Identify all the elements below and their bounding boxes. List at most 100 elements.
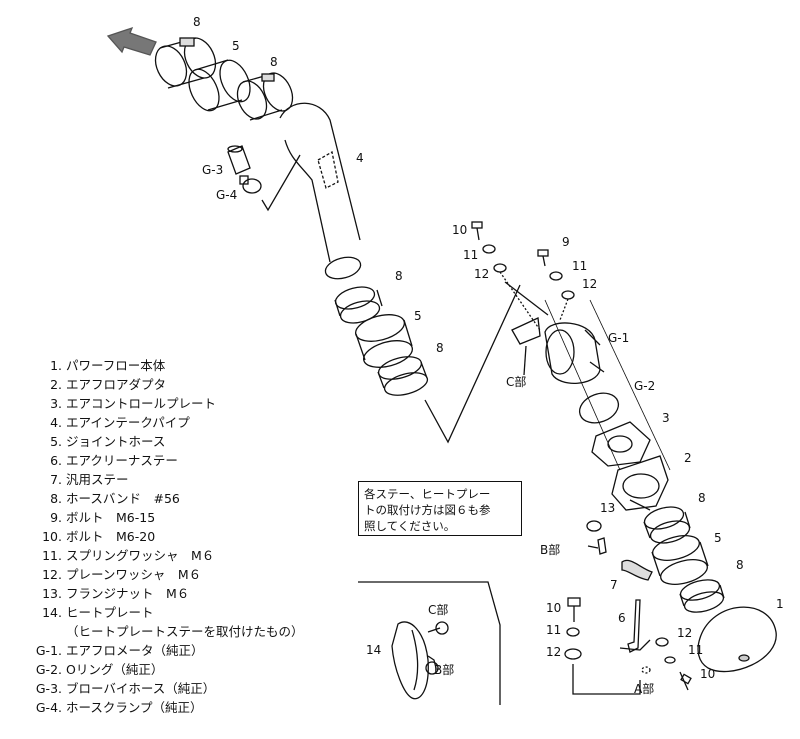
legend-number: 13. (42, 586, 62, 601)
note-line: 各ステー、ヒートプレー (364, 487, 491, 501)
legend-item: 1. パワーフロー本体 (0, 356, 360, 375)
note-line: 照してください。 (364, 519, 456, 533)
legend-name: ホースクランプ（純正） (66, 700, 203, 715)
hose-band-upper-1 (154, 37, 217, 89)
legend-name: エアコントロールプレート (66, 396, 217, 411)
plain-washer-12-mid (561, 290, 575, 300)
legend-name: エアフロアダプタ (66, 377, 167, 392)
hose-band-upper-2 (236, 72, 294, 121)
hose-band-middle-1 (334, 286, 383, 324)
bolt-10-upper (471, 221, 483, 241)
legend-number: 1. (50, 358, 62, 373)
legend-name: プレーンワッシャ M６ (66, 567, 202, 582)
legend-number (0, 622, 62, 641)
hose-band-lower-1 (643, 506, 691, 544)
spring-washer-11-lower (566, 627, 580, 637)
callout: C部 (428, 602, 448, 617)
callout: 13 (600, 501, 615, 515)
plain-washer-12-upper (493, 263, 507, 273)
hose-clamp (239, 175, 262, 194)
legend-number: G-3. (35, 681, 62, 696)
legend-number: 6. (50, 453, 62, 468)
o-ring (578, 392, 620, 424)
power-flow-body (697, 606, 777, 673)
callout: G-1 (608, 331, 629, 345)
legend-item: G-4. ホースクランプ（純正） (0, 698, 360, 717)
spring-washer-11-mid (549, 271, 563, 281)
legend-number: 10. (42, 529, 62, 544)
legend-item: G-2. Oリング（純正） (0, 660, 360, 679)
legend-item: 2.エアフロアダプタ (0, 375, 360, 394)
air-control-plate (591, 421, 651, 467)
callout: 10 (700, 667, 715, 681)
legend-item: （ヒートプレートステーを取付けたもの） (0, 622, 360, 641)
legend-name: Oリング（純正） (66, 662, 164, 677)
hose-band-lower-2 (679, 579, 725, 613)
legend-item: 11.スプリングワッシャ M６ (0, 546, 360, 565)
blowby-hose (227, 145, 251, 175)
callout: 1 (776, 597, 784, 611)
callout: 10 (452, 223, 467, 237)
callout: 8 (270, 55, 278, 69)
legend-name: フランジナット M６ (66, 586, 190, 601)
joint-hose-middle (355, 314, 413, 368)
legend-item: 6.エアクリーナステー (0, 451, 360, 470)
callout: 2 (684, 451, 692, 465)
legend-name: （ヒートプレートステーを取付けたもの） (66, 624, 304, 639)
hose-band-middle-2 (377, 356, 429, 396)
legend-number: G-4. (35, 700, 62, 715)
plain-washer-12-lower (564, 648, 582, 660)
legend-number: G-1. (35, 643, 62, 658)
legend-item: G-3. ブローバイホース（純正） (0, 679, 360, 698)
callout: G-3 (202, 163, 223, 177)
callout: 11 (463, 248, 478, 262)
callout: 7 (610, 578, 618, 592)
callout: 11 (546, 623, 561, 637)
legend-name: パワーフロー本体 (66, 358, 166, 373)
legend-name: ボルト M6-20 (66, 529, 156, 544)
legend-number: 11. (42, 548, 62, 563)
legend-number: G-2. (35, 662, 62, 677)
legend-number: 7. (50, 472, 62, 487)
legend-item: 10. ボルト M6-20 (0, 527, 360, 546)
legend-item: 9.ボルト M6-15 (0, 508, 360, 527)
airflow-arrow-icon (106, 26, 157, 56)
legend-name: エアインテークパイプ (66, 415, 190, 430)
callout: 3 (662, 411, 670, 425)
callout: 14 (366, 643, 381, 657)
callout: G-4 (216, 188, 237, 202)
note-line: トの取付け方は図６も参 (364, 503, 491, 517)
callout: 10 (546, 601, 561, 615)
callout: 12 (677, 626, 692, 640)
legend-item: 14.ヒートプレート (0, 603, 360, 622)
legend-name: ジョイントホース (66, 434, 166, 449)
air-flow-adapter (611, 455, 669, 511)
callout: 8 (395, 269, 403, 283)
legend-number: 8. (50, 491, 62, 506)
callout: 8 (736, 558, 744, 572)
legend-item: 12.プレーンワッシャ M６ (0, 565, 360, 584)
callout: 8 (193, 15, 201, 29)
legend-name: エアフロメータ（純正） (66, 643, 204, 658)
legend-number: 4. (50, 415, 62, 430)
legend-number: 9. (50, 510, 62, 525)
legend-item: 3.エアコントロールプレート (0, 394, 360, 413)
flange-nut (586, 520, 602, 532)
legend-name: ヒートプレート (66, 605, 154, 620)
bolt-10-lower (567, 597, 581, 622)
legend-item: 7.汎用ステー (0, 470, 360, 489)
legend-item: G-1. エアフロメータ（純正） (0, 641, 360, 660)
legend-name: ブローバイホース（純正） (66, 681, 216, 696)
air-cleaner-stay (627, 599, 641, 653)
air-flow-meter (544, 322, 605, 385)
spring-washer-11-upper (482, 244, 496, 254)
callout: 6 (618, 611, 626, 625)
callout: 5 (414, 309, 422, 323)
joint-hose-lower (651, 535, 709, 585)
intake-pipe (279, 102, 362, 280)
bracket-b (597, 537, 607, 555)
legend-number: 5. (50, 434, 62, 449)
legend-item: 4. エアインテークパイプ (0, 413, 360, 432)
callout: 8 (436, 341, 444, 355)
